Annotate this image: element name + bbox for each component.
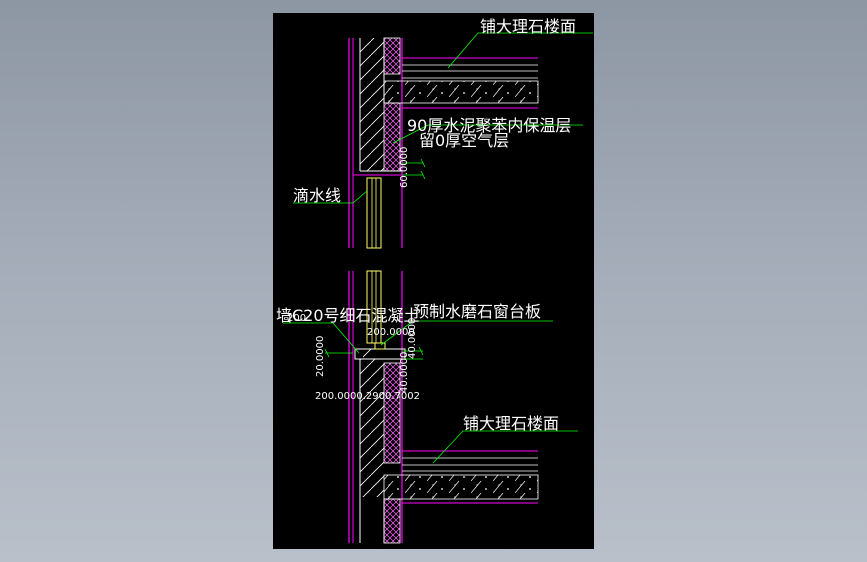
upper-insulation-bottom: [383, 102, 401, 172]
dim-bottom-row: 200.0000.2900.7002: [315, 391, 420, 402]
leader-insulation: [392, 124, 583, 144]
leader-sill-board: [380, 320, 553, 346]
label-insulation-2: 留0厚空气层: [419, 131, 509, 150]
label-floor-top: 铺大理石楼面: [480, 17, 576, 36]
dim-left-vertical: 20.0000: [315, 336, 326, 377]
lower-insulation-top: [383, 362, 401, 464]
label-sill-board: 预制水磨石窗台板: [413, 302, 541, 321]
cad-viewport: 铺大理石楼面 90厚水泥聚苯内保温层 留0厚空气层 滴水线 墙C20号细石混凝土…: [273, 13, 594, 549]
upper-concrete-wall: [360, 38, 384, 171]
lower-insulation-bottom: [383, 498, 401, 544]
dim-40-vertical: 40.0000: [407, 318, 418, 359]
window-frame-upper: [366, 177, 382, 249]
label-insulation-1: 90厚水泥聚苯内保温层: [407, 116, 571, 135]
dim-ticks: [324, 158, 426, 358]
dim-vertical-upper: 60.0000: [399, 147, 410, 188]
sill-concrete: [354, 348, 406, 360]
window-frame-lower: [366, 270, 382, 344]
leader-concrete: [283, 322, 360, 354]
lower-concrete-wall: [360, 359, 384, 497]
leader-lines: [283, 32, 593, 464]
upper-insulation-top: [383, 37, 401, 75]
label-concrete: 墙C20号细石混凝土: [276, 306, 420, 325]
upper-floor-slab: [383, 80, 539, 104]
dim-left-top: 200: [287, 313, 306, 324]
sill-board: [374, 342, 386, 350]
lower-floor-slab: [383, 474, 539, 500]
upper-wall: [348, 37, 539, 248]
lower-wall: [359, 359, 539, 544]
label-floor-bottom: 铺大理石楼面: [463, 414, 559, 433]
leader-drip-line: [293, 190, 368, 204]
leader-floor-top: [447, 32, 593, 69]
dim-200-right: 200.0000: [367, 327, 415, 338]
wall-section-drawing: 铺大理石楼面 90厚水泥聚苯内保温层 留0厚空气层 滴水线 墙C20号细石混凝土…: [276, 17, 593, 544]
leader-floor-bottom: [432, 430, 578, 464]
label-drip-line: 滴水线: [293, 186, 341, 205]
dim-vertical-lower: 40.0000: [399, 352, 410, 393]
